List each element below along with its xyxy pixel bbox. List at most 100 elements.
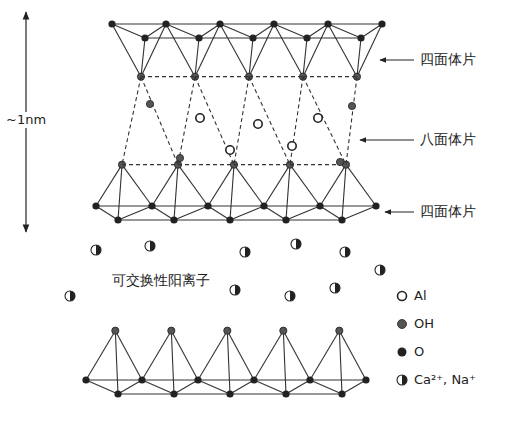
bond-line	[249, 24, 274, 77]
bond-line	[174, 380, 198, 394]
o-atom	[141, 34, 148, 41]
bond-line	[152, 206, 174, 220]
octahedral-bond	[178, 164, 234, 165]
bond-line	[208, 206, 230, 220]
bond-line	[208, 165, 234, 206]
cation-atom	[91, 245, 101, 255]
bond-line	[310, 380, 342, 394]
cation-atom	[230, 285, 240, 295]
o-atom	[204, 202, 211, 209]
cation-atom	[375, 265, 385, 275]
bond-line	[174, 219, 230, 220]
o-atom	[398, 348, 407, 357]
bond-line	[230, 206, 264, 220]
octahedral-bond	[141, 77, 178, 165]
oh-atom	[146, 100, 153, 107]
leader-arrow	[385, 212, 414, 213]
bond-line	[310, 331, 339, 380]
o-atom	[338, 216, 345, 223]
bond-line	[152, 165, 178, 206]
bond-line	[118, 380, 142, 394]
o-atom	[82, 376, 89, 383]
bond-line	[195, 38, 199, 77]
o-atom	[282, 390, 289, 397]
bond-line	[253, 37, 307, 38]
cation-fill	[335, 283, 340, 293]
sheet-label: 四面体片	[418, 203, 478, 220]
bond-line	[230, 393, 286, 394]
bond-line	[320, 165, 346, 206]
bond-line	[346, 165, 376, 206]
al-atom	[288, 142, 296, 150]
bond-line	[342, 206, 376, 220]
bond-line	[174, 393, 230, 394]
bond-line	[230, 380, 254, 394]
bond-line	[171, 331, 174, 394]
al-atom	[254, 120, 262, 128]
o-atom	[114, 216, 121, 223]
octahedral-bond	[122, 164, 178, 165]
bond-line	[328, 24, 357, 77]
bond-line	[283, 331, 310, 380]
cation-fill	[70, 291, 75, 301]
cation-atom	[285, 291, 295, 301]
octahedral-bond	[234, 77, 249, 165]
bond-line	[274, 24, 307, 38]
bond-line	[227, 331, 254, 380]
bond-line	[141, 38, 145, 77]
o-atom	[194, 376, 201, 383]
oh-atom	[280, 327, 287, 334]
bond-line	[274, 24, 303, 77]
oh-atom	[348, 102, 355, 109]
cation-atom	[291, 239, 301, 249]
octahedral-bond	[195, 77, 234, 165]
bond-line	[112, 24, 145, 38]
cation-fill	[380, 265, 385, 275]
bond-line	[286, 380, 310, 394]
cation-label: 可交换性阳离子	[110, 272, 212, 289]
o-atom	[162, 20, 169, 27]
bond-line	[208, 205, 264, 206]
o-atom	[226, 390, 233, 397]
bond-line	[328, 23, 382, 24]
bond-line	[122, 165, 152, 206]
oh-atom	[168, 327, 175, 334]
bond-line	[86, 331, 115, 380]
o-atom	[378, 20, 385, 27]
o-atom	[114, 390, 121, 397]
bond-line	[96, 205, 152, 206]
bond-line	[115, 331, 118, 394]
o-atom	[270, 20, 277, 27]
bond-line	[86, 379, 142, 380]
cation-atom	[340, 247, 350, 257]
leader-arrow	[380, 60, 414, 61]
bond-line	[286, 219, 342, 220]
oh-atom	[112, 327, 119, 334]
cation-fill	[245, 247, 250, 257]
bond-line	[142, 380, 174, 394]
bond-line	[141, 24, 166, 77]
octahedral-bond	[178, 77, 195, 165]
al-atom	[226, 146, 234, 154]
sheet-label: 八面体片	[418, 131, 478, 148]
bond-line	[230, 165, 234, 220]
bond-line	[199, 37, 253, 38]
bond-line	[234, 165, 264, 206]
o-atom	[250, 376, 257, 383]
bond-line	[342, 165, 346, 220]
crystal-sheets	[65, 20, 386, 397]
o-atom	[260, 202, 267, 209]
o-atom	[138, 376, 145, 383]
bond-line	[227, 331, 230, 394]
o-atom	[226, 216, 233, 223]
bond-line	[264, 165, 290, 206]
bond-line	[174, 165, 178, 220]
oh-atom	[176, 154, 183, 161]
bond-line	[220, 23, 274, 24]
bond-line	[230, 219, 286, 220]
o-atom	[372, 202, 379, 209]
legend-text: Ca²⁺, Na⁺	[414, 372, 476, 388]
oh-atom	[336, 158, 343, 165]
o-atom	[306, 376, 313, 383]
bond-line	[339, 331, 366, 380]
